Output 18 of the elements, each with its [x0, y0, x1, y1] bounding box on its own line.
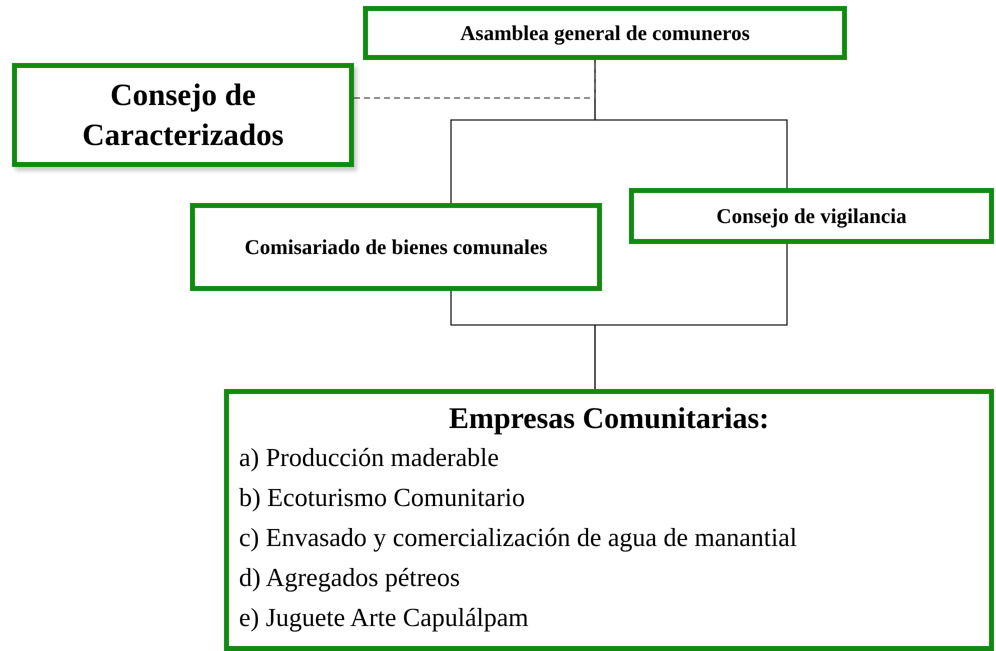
org-box [12, 63, 354, 167]
box-label: Asamblea general de comuneros [460, 20, 750, 47]
box-label: Comisariado de bienes comunales [244, 234, 548, 261]
org-box [190, 203, 602, 291]
connector-line [594, 60, 788, 188]
dashed-connector [354, 60, 596, 99]
list-item: c) Envasado y comercialización de agua de manantial [239, 522, 798, 554]
list-item: d) Agregados pétreos [239, 562, 460, 594]
org-box [629, 188, 994, 244]
list-item: a) Producción maderable [239, 442, 499, 474]
box-label: Consejo de vigilancia [716, 202, 907, 230]
box-label: Consejo de Caracterizados [81, 76, 285, 154]
list-item: b) Ecoturismo Comunitario [239, 482, 525, 514]
org-box [363, 6, 847, 60]
org-box [224, 389, 994, 651]
connector-line [594, 244, 788, 389]
box-heading: Empresas Comunitarias: [448, 402, 770, 436]
list-item: e) Juguete Arte Capulálpam [239, 602, 529, 634]
